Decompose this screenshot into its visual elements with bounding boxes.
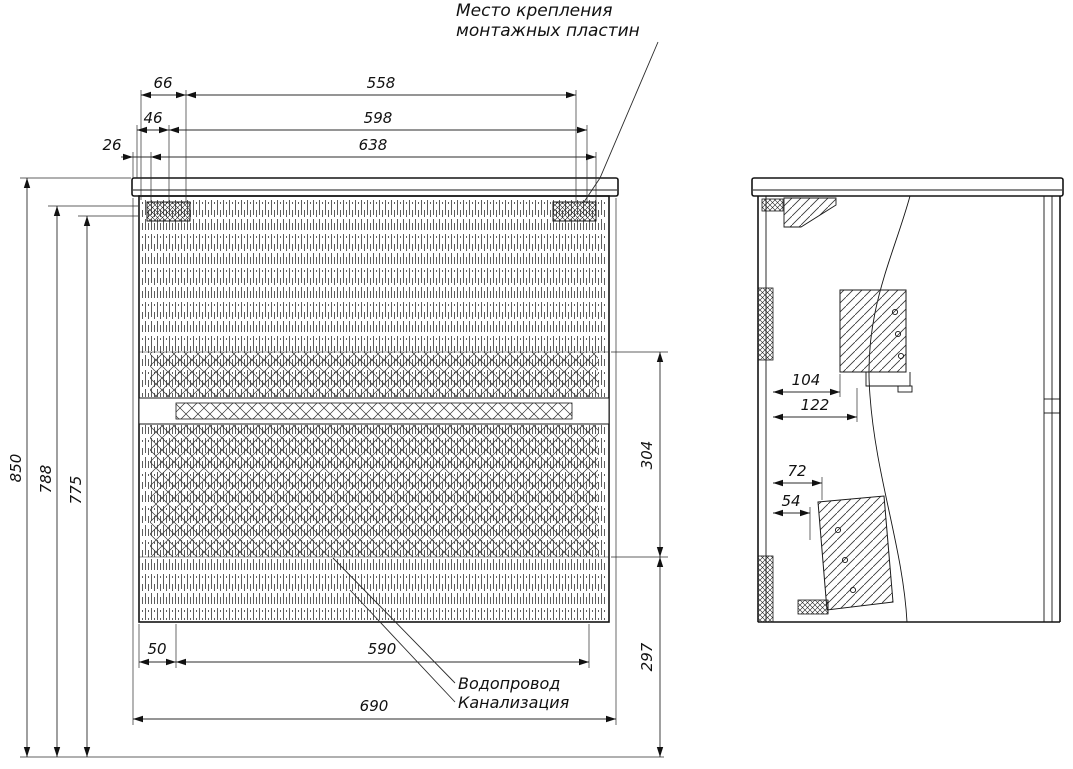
side-top-bracket (761, 198, 784, 212)
dim-788-label: 788 (37, 465, 55, 494)
mounting-note-leader (583, 41, 659, 203)
mounting-note: Место крепления монтажных пластин (456, 1, 659, 203)
diamond-band-upper (150, 352, 598, 397)
front-view (131, 177, 619, 623)
dim-638-label: 638 (359, 136, 388, 154)
wall-rail-lower (757, 555, 774, 623)
screw-icon (841, 556, 849, 564)
drawer-gap-strip (175, 402, 573, 420)
side-mid-bracket (865, 372, 911, 387)
screw-icon (849, 586, 857, 594)
dim-72-label: 72 (787, 462, 806, 480)
side-low-block (817, 495, 894, 611)
dim-72: 72 (773, 462, 822, 487)
mounting-plate-right (552, 201, 597, 222)
dim-122-label: 122 (801, 396, 830, 414)
dim-46: 46 (137, 109, 169, 134)
side-profile-curve (868, 195, 911, 623)
side-mid-bracket-foot (897, 385, 913, 393)
dim-304-label: 304 (638, 441, 656, 470)
dim-297: 297 (638, 557, 664, 757)
dim-304: 304 (638, 352, 664, 557)
dim-598: 598 (169, 109, 587, 134)
screw-icon (897, 352, 905, 360)
dim-104: 104 (773, 371, 840, 396)
side-top-wedge (783, 197, 837, 228)
side-low-bracket (797, 599, 829, 615)
screw-icon (891, 308, 899, 316)
screw-icon (894, 330, 902, 338)
dim-104-label: 104 (792, 371, 821, 389)
front-left-dimensions: 850 788 775 (7, 177, 664, 758)
dim-558: 558 (186, 74, 576, 99)
side-countertop (751, 177, 1064, 197)
front-right-dimensions: 304 297 (611, 351, 668, 757)
dim-690-label: 690 (360, 697, 389, 715)
mounting-note-line1: Место крепления (456, 1, 613, 21)
dim-297-label: 297 (638, 642, 656, 671)
screw-icon (834, 526, 842, 534)
diamond-band-lower (150, 425, 598, 557)
dim-775-label: 775 (67, 476, 85, 505)
side-mid-block (839, 289, 907, 373)
dim-590: 590 (176, 640, 589, 666)
dim-558-label: 558 (367, 74, 396, 92)
water-leader (332, 557, 456, 684)
dim-50: 50 (139, 640, 176, 666)
side-dimensions: 104 122 72 54 (773, 371, 858, 540)
dim-850: 850 (7, 178, 31, 757)
dim-638: 638 (151, 136, 596, 161)
dim-775: 775 (67, 216, 91, 757)
mounting-note-line2: монтажных пластин (456, 21, 640, 41)
sewer-leader (349, 589, 456, 703)
mounting-plate-left (146, 201, 191, 222)
dim-788: 788 (37, 206, 61, 757)
annotations: Место крепления монтажных пластин Водопр… (332, 1, 659, 712)
dim-66: 66 (141, 74, 186, 99)
dim-690: 690 (133, 697, 616, 723)
water-label: Водопровод (458, 674, 560, 693)
front-top-dimensions: 66 558 46 598 26 638 (102, 74, 597, 202)
dim-590-label: 590 (368, 640, 397, 658)
dim-26-label: 26 (102, 136, 121, 154)
dim-66-label: 66 (153, 74, 172, 92)
dim-850-label: 850 (7, 454, 25, 483)
wall-rail-upper (757, 287, 774, 361)
dim-50-label: 50 (147, 640, 166, 658)
front-countertop (131, 177, 619, 197)
dim-122: 122 (773, 396, 857, 421)
dim-54: 54 (773, 492, 810, 517)
dim-54-label: 54 (781, 492, 800, 510)
dim-598-label: 598 (364, 109, 393, 127)
sewer-label: Канализация (458, 693, 570, 712)
front-bottom-dimensions: 50 590 690 (132, 198, 617, 725)
side-view (751, 177, 1064, 623)
dim-46-label: 46 (143, 109, 162, 127)
pipes-note: Водопровод Канализация (332, 557, 570, 712)
